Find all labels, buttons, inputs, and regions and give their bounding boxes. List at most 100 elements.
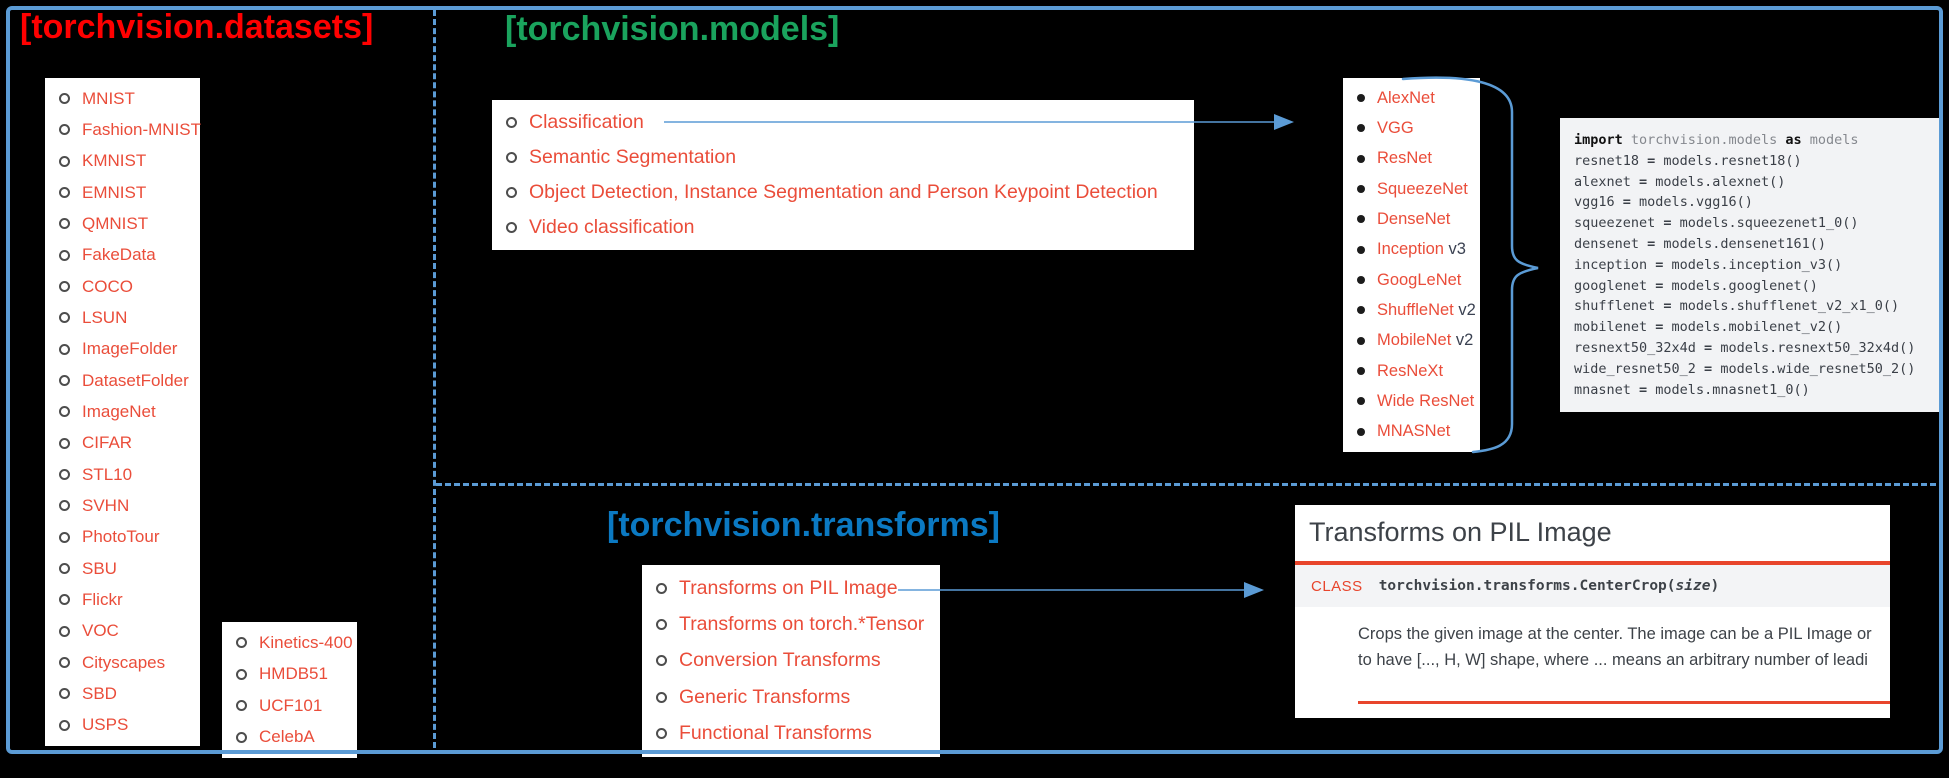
dataset-item-label: FakeData [82,245,156,265]
dataset-item[interactable]: Fashion-MNIST [45,119,202,140]
network-item[interactable]: MobileNet v2 [1343,331,1480,350]
code-line: alexnet = models.alexnet() [1574,173,1786,190]
dataset-item[interactable]: ImageFolder [45,339,200,359]
dataset-item[interactable]: EMNIST [45,183,200,203]
network-item-label: VGG [1377,118,1414,137]
network-item-label: Inception v3 [1377,240,1466,259]
code-line: resnet18 = models.resnet18() [1574,152,1802,169]
network-item[interactable]: ShuffleNet v2 [1343,301,1480,320]
circle-bullet-icon [236,700,247,712]
circle-bullet-icon [59,531,70,543]
dataset-item-label: CelebA [259,727,315,747]
code-line: inception = models.inception_v3() [1574,256,1843,273]
transform-item[interactable]: Conversion Transforms [642,649,940,672]
model-category-item[interactable]: Object Detection, Instance Segmentation … [492,181,1194,204]
transform-item-label: Generic Transforms [679,685,851,708]
circle-bullet-icon [236,731,247,743]
transforms-list: Transforms on PIL Image Transforms on to… [642,565,940,757]
dataset-item[interactable]: SVHN [45,496,200,516]
network-item[interactable]: AlexNet [1343,89,1480,108]
circle-bullet-icon [59,281,70,293]
code-line: resnext50_32x4d = models.resnext50_32x4d… [1574,339,1916,356]
circle-bullet-icon [656,619,667,631]
circle-bullet-icon [59,218,70,230]
circle-bullet-icon [59,375,70,387]
model-categories-list: Classification Semantic Segmentation Obj… [492,100,1194,250]
dataset-item[interactable]: CIFAR [45,433,200,453]
dataset-item[interactable]: DatasetFolder [45,371,200,391]
dataset-item[interactable]: HMDB51 [222,664,357,684]
dataset-item[interactable]: STL10 [45,465,200,485]
circle-bullet-icon [236,668,247,680]
transform-item-label: Transforms on torch.*Tensor [679,613,925,636]
transform-item[interactable]: Transforms on torch.*Tensor [642,613,940,636]
dataset-item[interactable]: UCF101 [222,696,357,716]
model-category-item[interactable]: Semantic Segmentation [492,146,1194,169]
model-category-item[interactable]: Classification [492,111,1194,134]
network-item[interactable]: ResNet [1343,149,1480,168]
circle-bullet-icon [59,187,70,199]
class-signature[interactable]: torchvision.transforms.CenterCrop(size) [1378,578,1720,594]
network-item-label: ResNeXt [1377,361,1444,380]
network-item[interactable]: VGG [1343,119,1480,138]
circle-bullet-icon [59,563,70,575]
circle-bullet-icon [656,655,667,667]
network-item[interactable]: GoogLeNet [1343,271,1480,290]
model-category-label: Video classification [529,216,695,238]
model-category-label: Semantic Segmentation [529,146,737,168]
network-item-label: Wide ResNet [1377,391,1475,410]
dataset-item[interactable]: COCO [45,277,200,297]
transform-item[interactable]: Generic Transforms [642,686,940,709]
dataset-item[interactable]: USPS [45,715,200,735]
network-item[interactable]: SqueezeNet [1343,180,1480,199]
transform-item[interactable]: Functional Transforms [642,722,940,745]
dataset-item-label: SVHN [82,495,130,515]
network-item[interactable]: ResNeXt [1343,362,1480,381]
dataset-item[interactable]: VOC [45,621,200,641]
dataset-item[interactable]: ImageNet [45,402,200,422]
dot-bullet-icon [1357,397,1365,406]
vertical-dashed-divider [433,10,436,748]
transform-item-label: Transforms on PIL Image [679,576,898,599]
network-item[interactable]: Wide ResNet [1343,392,1480,411]
dataset-item[interactable]: KMNIST [45,151,200,171]
dataset-item-label: SBU [82,558,117,578]
dataset-item-label: EMNIST [82,182,147,202]
network-item[interactable]: Inception v3 [1343,240,1480,259]
dot-bullet-icon [1357,94,1365,103]
doc-description-line: Crops the given image at the center. The… [1358,625,1872,643]
brace-icon [1401,76,1539,454]
dataset-item[interactable]: SBD [45,684,200,704]
dataset-item-label: Cityscapes [82,652,166,672]
class-keyword: CLASS [1311,577,1363,595]
dataset-item[interactable]: Flickr [45,590,200,610]
dataset-item-label: Fashion-MNIST [82,119,202,139]
dataset-item[interactable]: MNIST [45,89,200,109]
circle-bullet-icon [59,312,70,324]
model-category-item[interactable]: Video classification [492,216,1194,239]
dataset-item-label: DatasetFolder [82,370,189,390]
transform-item-label: Conversion Transforms [679,649,881,672]
dataset-item[interactable]: Kinetics-400 [222,633,357,653]
dot-bullet-icon [1357,154,1365,163]
dataset-item[interactable]: QMNIST [45,214,200,234]
model-category-label: Object Detection, Instance Segmentation … [529,181,1158,203]
dataset-item[interactable]: SBU [45,559,200,579]
dataset-item[interactable]: CelebA [222,727,357,747]
doc-bottom-divider [1358,701,1890,704]
dataset-item-label: SBD [82,683,117,703]
circle-bullet-icon [59,343,70,355]
dot-bullet-icon [1357,276,1365,285]
dataset-item[interactable]: FakeData [45,245,200,265]
pil-image-arrow-icon [898,582,1264,598]
circle-bullet-icon [506,152,517,163]
dataset-item[interactable]: LSUN [45,308,200,328]
network-item[interactable]: MNASNet [1343,422,1480,441]
dataset-item[interactable]: Cityscapes [45,653,200,673]
dataset-item-label: MNIST [82,88,135,108]
transform-item[interactable]: Transforms on PIL Image [642,577,940,600]
dataset-item[interactable]: PhotoTour [45,527,200,547]
network-item[interactable]: DenseNet [1343,210,1480,229]
datasets-list-secondary: Kinetics-400 HMDB51 UCF101 CelebA [222,622,357,758]
